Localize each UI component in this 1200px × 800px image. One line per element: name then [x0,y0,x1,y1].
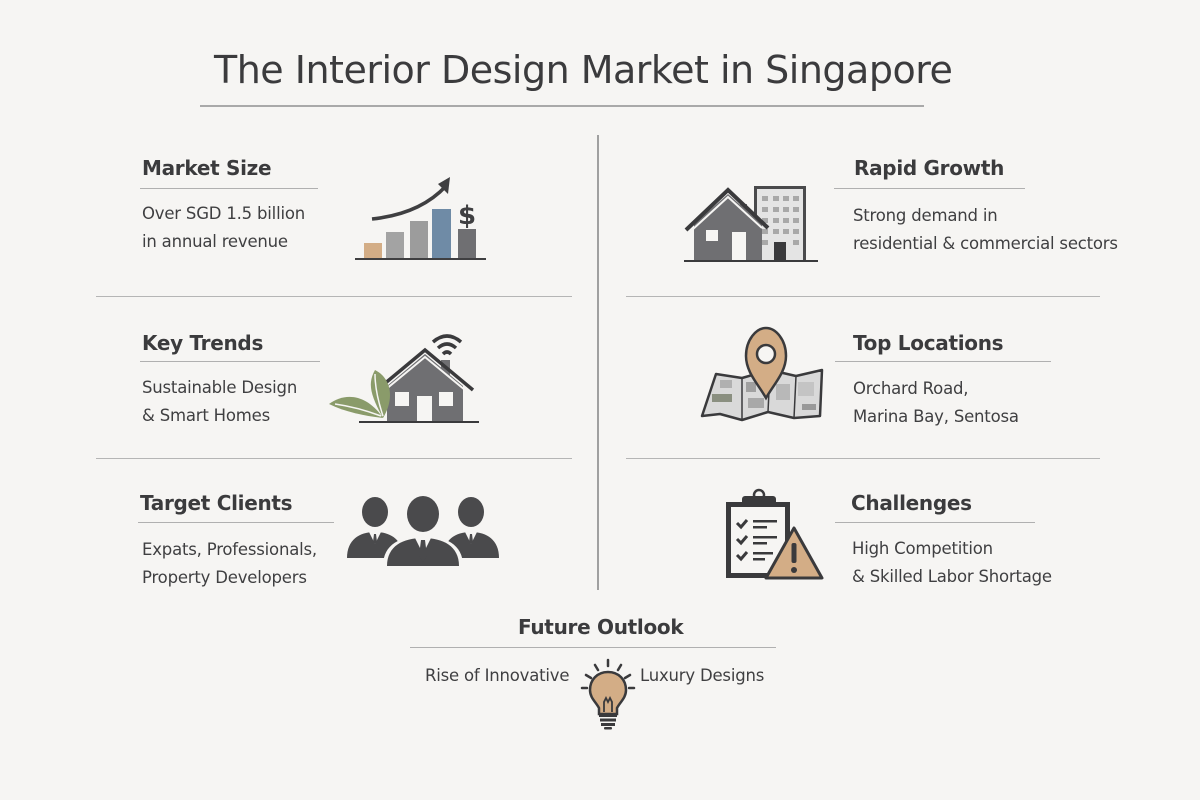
future-outlook-text-right: Luxury Designs [640,666,765,685]
section-heading: Future Outlook [518,615,684,639]
business-people-icon [345,496,501,566]
section-text-line2: & Skilled Labor Shortage [852,567,1052,586]
house-and-building-icon [682,184,822,264]
section-text-line1: Expats, Professionals, [142,540,317,559]
svg-text:$: $ [458,201,476,231]
section-text-line1: Orchard Road, [853,379,969,398]
section-text-line2: residential & commercial sectors [853,234,1118,253]
section-heading-rule [140,188,318,189]
left-divider-1 [96,296,572,297]
title-divider [200,105,924,107]
section-heading: Top Locations [853,331,1004,355]
section-text-line1: Strong demand in [853,206,998,225]
future-outlook-text-left: Rise of Innovative [425,666,570,685]
section-text-line1: Over SGD 1.5 billion [142,204,305,223]
section-heading-rule [138,522,334,523]
section-heading-rule [835,361,1051,362]
section-text-line2: & Smart Homes [142,406,270,425]
section-heading: Target Clients [140,491,293,515]
section-heading: Challenges [851,491,972,515]
map-pin-icon [698,322,828,422]
section-text-line2: Marina Bay, Sentosa [853,407,1019,426]
bar-chart-growth-dollar-icon: $ [350,172,490,264]
section-text-line1: Sustainable Design [142,378,298,397]
section-heading-rule [410,647,776,648]
section-heading-rule [140,361,320,362]
section-text-line2: in annual revenue [142,232,288,251]
section-heading: Rapid Growth [854,156,1005,180]
section-heading-rule [835,522,1035,523]
right-divider-1 [626,296,1100,297]
center-vertical-divider [597,135,599,590]
page-title: The Interior Design Market in Singapore [214,48,953,92]
lightbulb-icon [578,658,638,730]
right-divider-2 [626,458,1100,459]
section-heading-rule [834,188,1025,189]
section-heading: Market Size [142,156,272,180]
section-text-line1: High Competition [852,539,993,558]
clipboard-warning-icon [720,488,826,584]
section-heading: Key Trends [142,331,264,355]
section-text-line2: Property Developers [142,568,307,587]
smart-eco-house-icon [325,326,485,426]
left-divider-2 [96,458,572,459]
